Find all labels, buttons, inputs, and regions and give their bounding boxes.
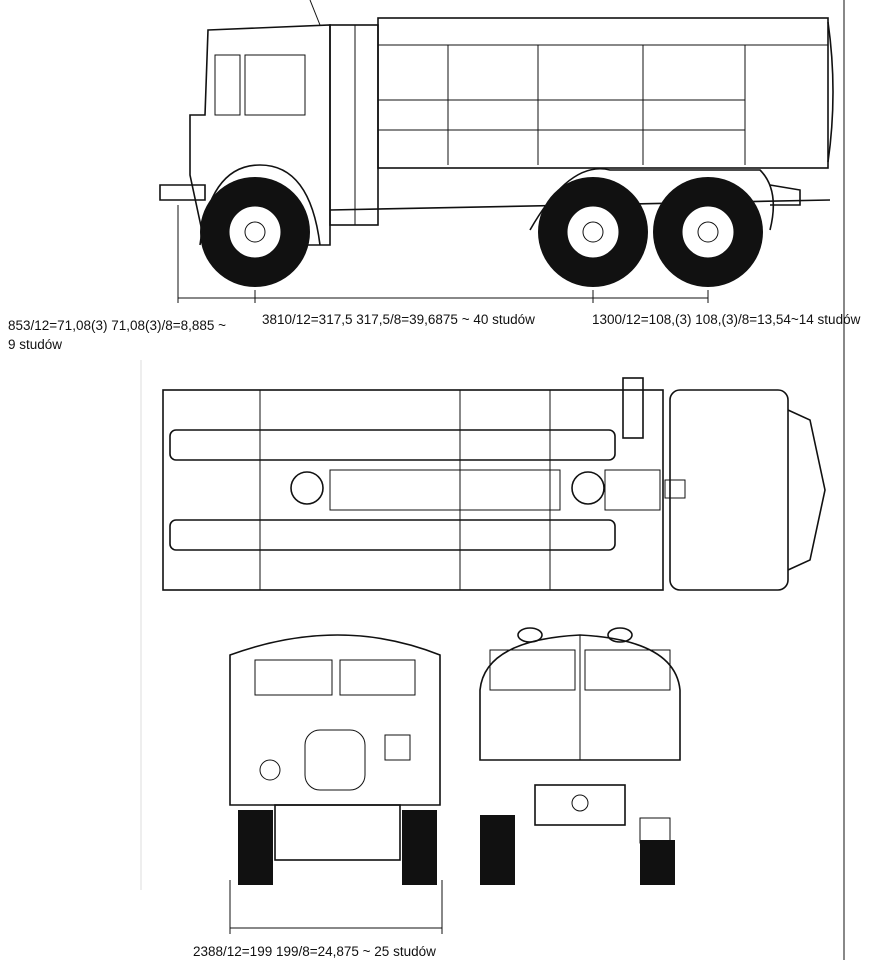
wheelbase-annotation: 3810/12=317,5 317,5/8=39,6875 ~ 40 studó… xyxy=(262,312,535,327)
side-dimension-line xyxy=(177,205,709,303)
track-width-annotation: 2388/12=199 199/8=24,875 ~ 25 studów xyxy=(193,944,436,959)
front-overhang-line-2: 9 studów xyxy=(8,337,63,352)
front-dimension-line xyxy=(229,880,443,934)
rear-view xyxy=(479,627,681,885)
rear-axle-spacing-annotation: 1300/12=108,(3) 108,(3)/8=13,54~14 studó… xyxy=(592,312,861,327)
rear-wheel-2 xyxy=(653,177,763,287)
top-view xyxy=(162,377,826,591)
front-overhang-annotation: 853/12=71,08(3) 71,08(3)/8=8,885 ~ 9 stu… xyxy=(8,316,226,354)
rear-wheel-1 xyxy=(538,177,648,287)
front-wheel xyxy=(200,177,310,287)
side-view xyxy=(159,0,834,287)
front-view xyxy=(229,634,441,885)
front-overhang-line-1: 853/12=71,08(3) 71,08(3)/8=8,885 ~ xyxy=(8,318,227,333)
